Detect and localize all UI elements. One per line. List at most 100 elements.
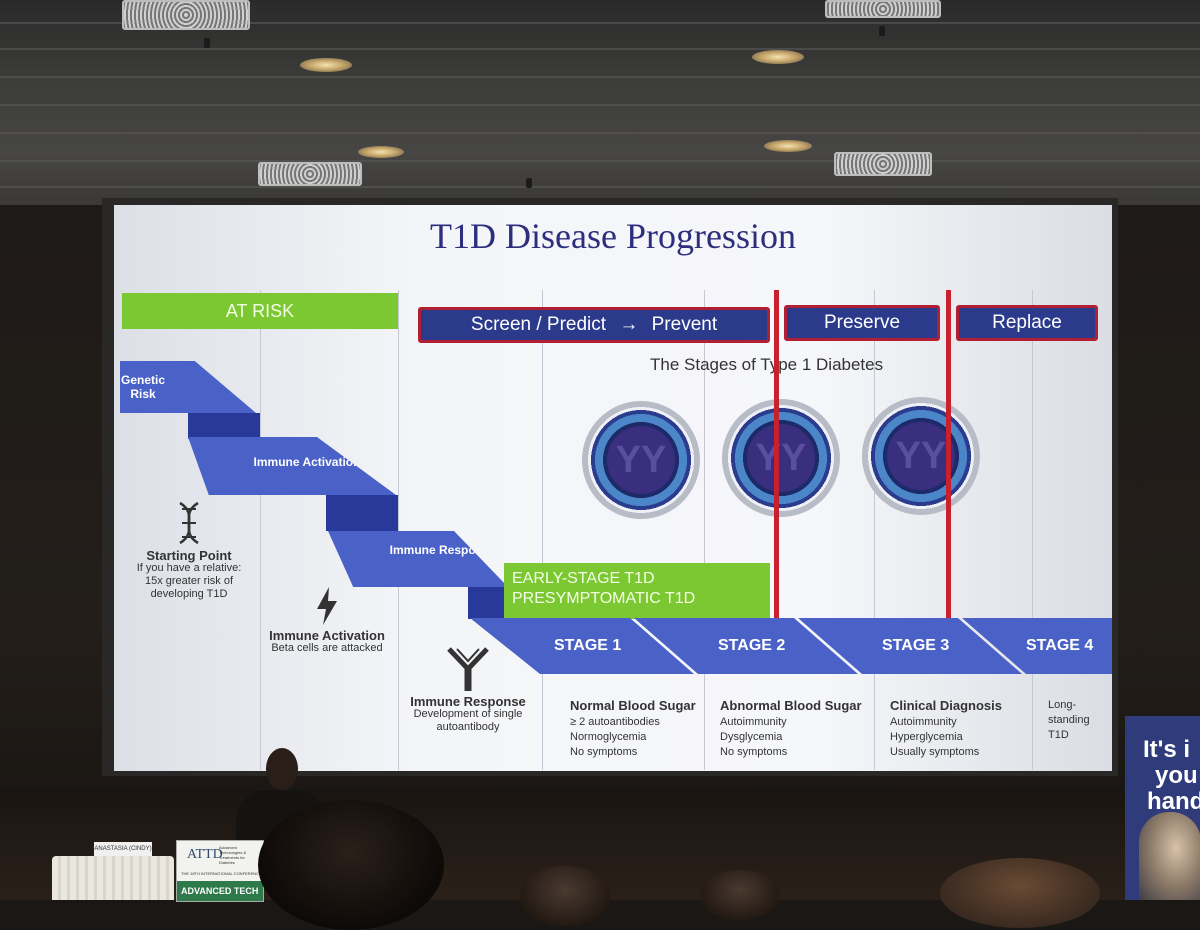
column-line: T1D [1048,729,1069,741]
sprinkler [879,26,885,36]
name-card-text: ANASTASIA (CINDY) [94,846,152,852]
step-label: Genetic Risk [120,373,165,401]
stage-3-label: STAGE 3 [882,637,950,654]
phase-label-prevent: Prevent [651,314,718,335]
sprinkler [204,38,210,48]
air-vent [834,152,932,176]
air-vent [825,0,941,18]
stage-2-band [634,618,858,674]
immune-response-line: Development of single [413,708,523,720]
column-line: standing [1048,714,1090,726]
stage-2-description: Abnormal Blood Sugar Autoimmunity Dysgly… [720,698,862,760]
stage-4-band [962,618,1112,674]
ceiling-light [358,146,404,158]
stage-1-band [470,618,694,674]
at-risk-banner: AT RISK [122,293,398,329]
stage-4-label: STAGE 4 [1026,637,1094,654]
immune-response-line: autoantibody [436,721,500,733]
stage-1-description: Normal Blood Sugar ≥ 2 autoantibodies No… [570,698,696,760]
step-riser [188,413,260,439]
presentation-slide: T1D Disease Progression AT RISK Screen /… [114,205,1112,771]
column-line: No symptoms [570,746,638,758]
early-stage-label: EARLY-STAGE T1D [512,570,655,587]
stage-band [470,618,1112,674]
ceiling-light [300,58,352,72]
step-immune-response: Immune Response [328,531,508,587]
starting-point-line: developing T1D [150,588,228,600]
starting-point-line: 15x greater risk of [144,575,234,587]
audience-head [940,858,1100,928]
phase-replace: Replace [956,305,1098,341]
immune-response-heading: Immune Response [410,694,526,709]
column-heading: Abnormal Blood Sugar [720,698,862,713]
banner-line: hand [1147,788,1200,815]
ceiling [0,0,1200,205]
air-vent [258,162,362,186]
step-label: Immune Activation [253,455,361,469]
column-line: Normoglycemia [570,731,647,743]
immune-response-block: Immune Response Development of single au… [404,647,532,734]
column-heading: Normal Blood Sugar [570,698,696,713]
step-immune-activation: Immune Activation [188,437,396,495]
banner-line: you [1155,762,1198,789]
podium-subtitle: Advanced Technologies & Treatments for D… [219,845,247,865]
air-vent [122,0,250,30]
antibody-icon [447,647,489,691]
islet-cell-graphic: ΥΥ [722,399,840,517]
stages-subtitle: The Stages of Type 1 Diabetes [650,355,884,374]
sprinkler [526,178,532,188]
podium-conference: THE 18TH INTERNATIONAL CONFERENCE [181,871,262,876]
column-line: No symptoms [720,746,788,758]
audience-head [700,870,780,920]
stage-1-label: STAGE 1 [554,637,622,654]
column-line: Long- [1048,699,1077,711]
immune-activation-sub: Beta cells are attacked [271,642,383,654]
islet-cell-graphic: ΥΥ [582,401,700,519]
ceiling-light [752,50,804,64]
column-line: Usually symptoms [890,746,980,758]
starting-point-line: If you have a relative: [136,562,242,574]
column-line: Autoimmunity [720,716,787,728]
phase-label-screen: Screen / Predict [470,314,607,335]
step-label: Immune Response [389,543,497,557]
stage-3-band [798,618,1022,674]
step-riser [326,495,398,531]
stage-4-description: Long- standing T1D [1048,698,1090,743]
phase-screen-predict-prevent: Screen / Predict → Prevent [418,307,770,343]
immune-activation-heading: Immune Activation [269,628,385,643]
side-banner: It's i you hand [1125,716,1200,900]
dna-icon [179,501,199,545]
early-stage-box: EARLY-STAGE T1D PRESYMPTOMATIC T1D [504,563,770,619]
audience-head [520,866,610,926]
islet-cell-graphic: ΥΥ [862,397,980,515]
column-line: Dysglycemia [720,731,783,743]
banner-photo [1139,812,1200,900]
starting-point-block: Starting Point If you have a relative: 1… [130,501,248,601]
ceiling-light [764,140,812,152]
presymptomatic-label: PRESYMPTOMATIC T1D [512,590,696,607]
stage-3-description: Clinical Diagnosis Autoimmunity Hypergly… [890,698,1002,760]
immune-activation-block: Immune Activation Beta cells are attacke… [264,587,390,655]
column-line: ≥ 2 autoantibodies [570,716,660,728]
step-genetic-risk: Genetic Risk [120,361,256,413]
phase-divider-line [774,290,779,618]
lightning-icon [317,587,337,625]
slide-title: T1D Disease Progression [430,216,796,256]
banner-line: It's i [1143,736,1191,763]
audience-head [258,800,444,930]
column-heading: Clinical Diagnosis [890,698,1002,713]
stage-2-label: STAGE 2 [718,637,786,654]
phase-label-preserve: Preserve [823,312,901,333]
phase-divider-line [946,290,951,618]
phase-label-replace: Replace [992,312,1062,333]
column-line: Hyperglycemia [890,731,963,743]
name-card: ANASTASIA (CINDY) [94,842,152,856]
podium: ATTD Advanced Technologies & Treatments … [176,840,264,902]
phase-preserve: Preserve [784,305,940,341]
column-line: Autoimmunity [890,716,957,728]
speaker-head [266,748,298,790]
podium-banner: ADVANCED TECH [177,881,263,901]
draped-table [52,856,174,900]
starting-point-heading: Starting Point [146,548,232,563]
podium-logo: ATTD [187,847,223,862]
